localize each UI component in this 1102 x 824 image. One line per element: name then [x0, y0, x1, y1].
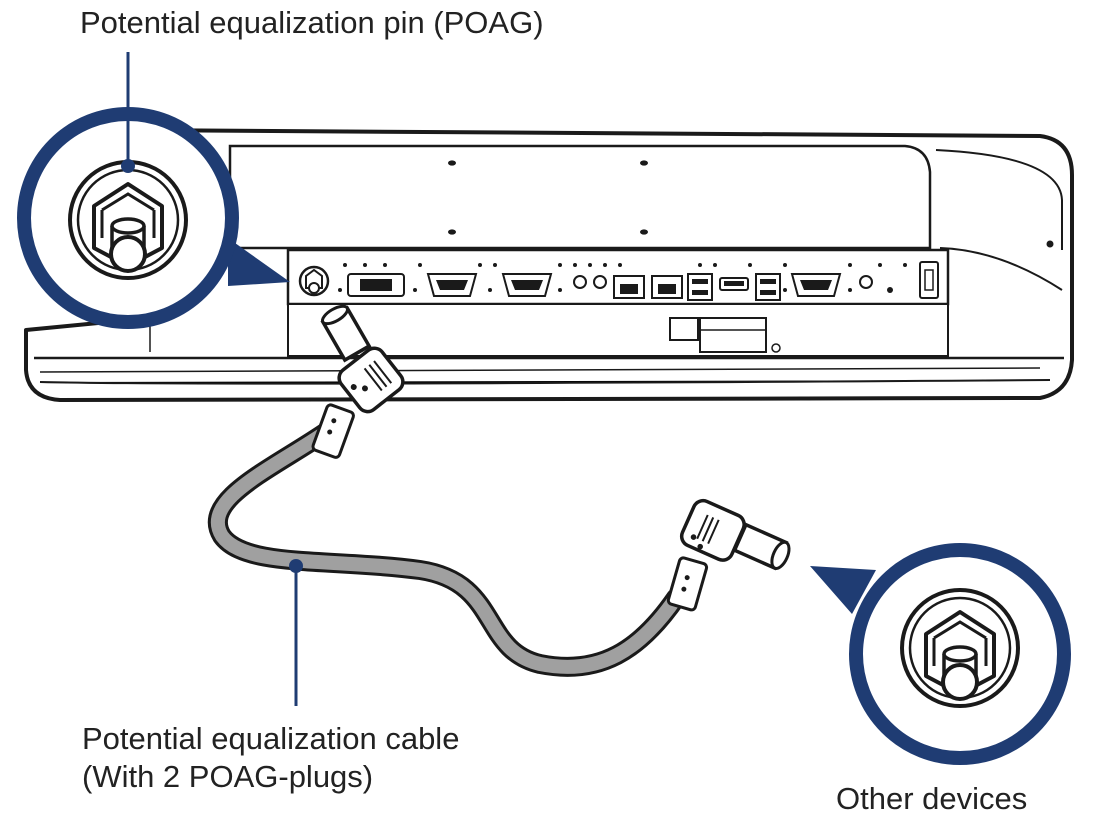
pin-callout-other-devices	[810, 543, 1071, 765]
pin-callout-device	[17, 52, 290, 329]
label-other-devices: Other devices	[836, 781, 1028, 816]
label-cable-line2: (With 2 POAG-plugs)	[82, 759, 374, 794]
device-rear-panel	[24, 128, 1074, 402]
poag-plug-device-end	[311, 304, 405, 459]
poag-plug-free-end	[666, 498, 791, 612]
poag-pin-icon	[68, 160, 188, 280]
label-equalization-cable: Potential equalization cable (With 2 POA…	[82, 720, 459, 796]
label-cable-line1: Potential equalization cable	[82, 721, 460, 756]
equalization-cable	[207, 422, 686, 677]
label-equalization-pin: Potential equalization pin (POAG)	[80, 5, 544, 40]
cable-leader-line	[289, 559, 303, 706]
poag-pin-icon	[900, 588, 1020, 708]
